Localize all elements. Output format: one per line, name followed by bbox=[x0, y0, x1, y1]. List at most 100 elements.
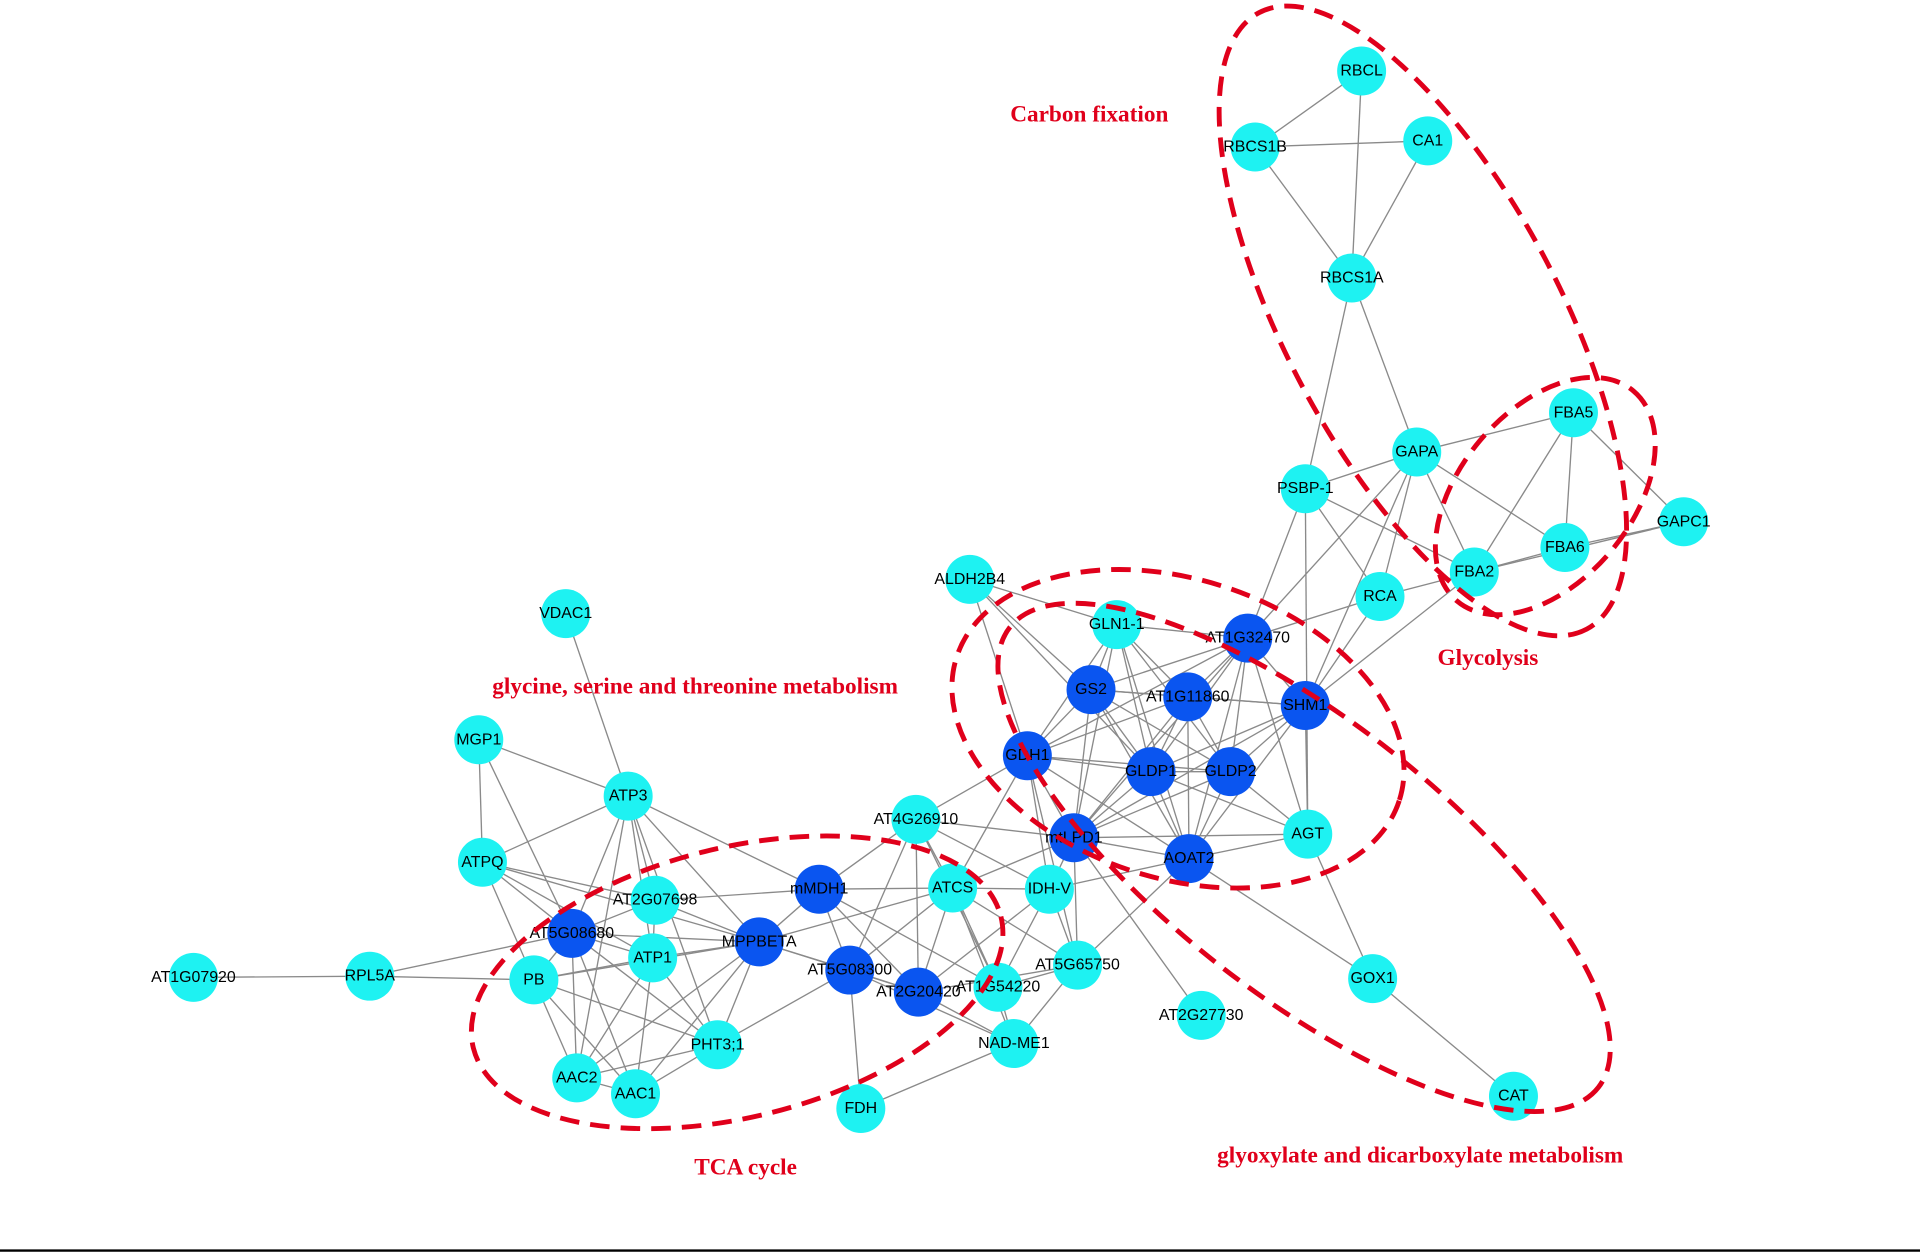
node-gldp2[interactable]: GLDP2 bbox=[1205, 747, 1257, 797]
edge-at1g11860-gdh1 bbox=[1027, 696, 1188, 757]
node-circle[interactable] bbox=[973, 962, 1023, 1012]
node-gldp1[interactable]: GLDP1 bbox=[1125, 747, 1177, 797]
node-circle[interactable] bbox=[1163, 672, 1213, 722]
node-fba5[interactable]: FBA5 bbox=[1548, 388, 1598, 438]
node-at2g07698[interactable]: AT2G07698 bbox=[613, 875, 698, 925]
node-label: SHM1 bbox=[1283, 697, 1327, 714]
node-circle[interactable] bbox=[1164, 834, 1214, 884]
edge-at4g26910-at5g08300 bbox=[849, 819, 917, 971]
node-gapc1[interactable]: GAPC1 bbox=[1657, 497, 1711, 547]
node-circle[interactable] bbox=[628, 933, 678, 983]
node-circle[interactable] bbox=[1337, 46, 1387, 96]
node-circle[interactable] bbox=[509, 955, 559, 1005]
node-at1g11860[interactable]: AT1G11860 bbox=[1146, 672, 1230, 722]
node-gs2[interactable]: GS2 bbox=[1066, 665, 1116, 715]
node-at2g27730[interactable]: AT2G27730 bbox=[1159, 990, 1244, 1040]
node-aac1[interactable]: AAC1 bbox=[611, 1069, 660, 1119]
node-mppbeta[interactable]: MPPBETA bbox=[722, 917, 797, 967]
node-circle[interactable] bbox=[734, 917, 784, 967]
node-psbp-1[interactable]: PSBP-1 bbox=[1277, 464, 1334, 514]
node-at5g08680[interactable]: AT5G08680 bbox=[530, 908, 615, 958]
node-circle[interactable] bbox=[836, 1083, 886, 1133]
node-circle[interactable] bbox=[630, 875, 680, 925]
node-circle[interactable] bbox=[1392, 427, 1442, 477]
edge-gox1-cat bbox=[1372, 978, 1514, 1097]
node-fdh[interactable]: FDH bbox=[836, 1083, 886, 1133]
node-pht3-1[interactable]: PHT3;1 bbox=[691, 1020, 745, 1070]
node-rbcs1a[interactable]: RBCS1A bbox=[1320, 253, 1384, 303]
node-atcs[interactable]: ATCS bbox=[928, 863, 978, 913]
node-circle[interactable] bbox=[945, 554, 995, 604]
node-shm1[interactable]: SHM1 bbox=[1280, 681, 1330, 730]
node-circle[interactable] bbox=[1206, 747, 1256, 797]
node-rpl5a[interactable]: RPL5A bbox=[345, 951, 396, 1001]
node-circle[interactable] bbox=[552, 1053, 602, 1103]
node-circle[interactable] bbox=[1348, 954, 1398, 1004]
node-at5g08300[interactable]: AT5G08300 bbox=[807, 945, 892, 995]
node-pb[interactable]: PB bbox=[509, 955, 559, 1005]
node-atp3[interactable]: ATP3 bbox=[603, 771, 653, 821]
node-idh-v[interactable]: IDH-V bbox=[1024, 864, 1074, 914]
node-atp1[interactable]: ATP1 bbox=[628, 933, 678, 983]
node-circle[interactable] bbox=[1126, 747, 1176, 797]
node-mmdh1[interactable]: mMDH1 bbox=[790, 864, 848, 914]
node-gln1-1[interactable]: GLN1-1 bbox=[1089, 600, 1145, 650]
node-circle[interactable] bbox=[345, 951, 395, 1001]
node-circle[interactable] bbox=[457, 837, 507, 887]
node-circle[interactable] bbox=[1280, 464, 1330, 514]
node-nad-me1[interactable]: NAD-ME1 bbox=[978, 1019, 1050, 1069]
node-circle[interactable] bbox=[794, 864, 844, 914]
node-at5g65750[interactable]: AT5G65750 bbox=[1035, 940, 1120, 990]
node-circle[interactable] bbox=[693, 1020, 743, 1070]
node-ca1[interactable]: CA1 bbox=[1403, 116, 1453, 166]
node-circle[interactable] bbox=[168, 952, 218, 1002]
node-rbcs1b[interactable]: RBCS1B bbox=[1223, 122, 1287, 172]
node-circle[interactable] bbox=[1230, 122, 1280, 172]
node-aac2[interactable]: AAC2 bbox=[552, 1053, 602, 1103]
node-circle[interactable] bbox=[893, 967, 943, 1017]
node-circle[interactable] bbox=[1092, 600, 1142, 650]
node-circle[interactable] bbox=[541, 589, 591, 639]
node-circle[interactable] bbox=[454, 715, 504, 765]
node-circle[interactable] bbox=[1540, 523, 1590, 572]
edge-at1g32470-gdh1 bbox=[1027, 637, 1249, 757]
node-rca[interactable]: RCA bbox=[1355, 571, 1405, 621]
node-fba6[interactable]: FBA6 bbox=[1540, 523, 1590, 572]
node-aoat2[interactable]: AOAT2 bbox=[1163, 834, 1215, 884]
node-agt[interactable]: AGT bbox=[1283, 809, 1333, 859]
node-circle[interactable] bbox=[1403, 116, 1453, 166]
node-circle[interactable] bbox=[891, 794, 941, 844]
node-circle[interactable] bbox=[989, 1019, 1039, 1069]
node-circle[interactable] bbox=[1659, 497, 1709, 547]
node-circle[interactable] bbox=[1066, 665, 1116, 715]
node-circle[interactable] bbox=[611, 1069, 660, 1119]
node-circle[interactable] bbox=[603, 771, 653, 821]
edge-gdh1-aoat2 bbox=[1026, 755, 1190, 860]
node-circle[interactable] bbox=[1283, 809, 1333, 859]
node-rbcl[interactable]: RBCL bbox=[1337, 46, 1387, 96]
node-circle[interactable] bbox=[1176, 990, 1226, 1040]
node-at2g20420[interactable]: AT2G20420 bbox=[876, 967, 961, 1017]
node-at1g32470[interactable]: AT1G32470 bbox=[1205, 613, 1290, 663]
node-circle[interactable] bbox=[928, 863, 978, 913]
node-circle[interactable] bbox=[547, 908, 597, 958]
node-circle[interactable] bbox=[1053, 940, 1103, 990]
node-at1g07920[interactable]: AT1G07920 bbox=[151, 952, 236, 1002]
node-circle[interactable] bbox=[1280, 681, 1330, 730]
node-circle[interactable] bbox=[1449, 547, 1499, 597]
node-circle[interactable] bbox=[825, 945, 875, 995]
node-vdac1[interactable]: VDAC1 bbox=[539, 589, 592, 639]
node-mgp1[interactable]: MGP1 bbox=[454, 715, 504, 765]
node-gox1[interactable]: GOX1 bbox=[1348, 954, 1398, 1004]
node-at4g26910[interactable]: AT4G26910 bbox=[874, 794, 959, 844]
node-fba2[interactable]: FBA2 bbox=[1449, 547, 1499, 597]
node-gapa[interactable]: GAPA bbox=[1392, 427, 1442, 477]
node-circle[interactable] bbox=[1548, 388, 1598, 438]
node-atpq[interactable]: ATPQ bbox=[457, 837, 507, 887]
node-circle[interactable] bbox=[1327, 253, 1377, 303]
edge-psbp-1-agt bbox=[1304, 488, 1309, 835]
node-aldh2b4[interactable]: ALDH2B4 bbox=[934, 554, 1005, 604]
node-at1g54220[interactable]: AT1G54220 bbox=[956, 962, 1041, 1012]
node-circle[interactable] bbox=[1355, 571, 1405, 621]
node-circle[interactable] bbox=[1024, 864, 1074, 914]
